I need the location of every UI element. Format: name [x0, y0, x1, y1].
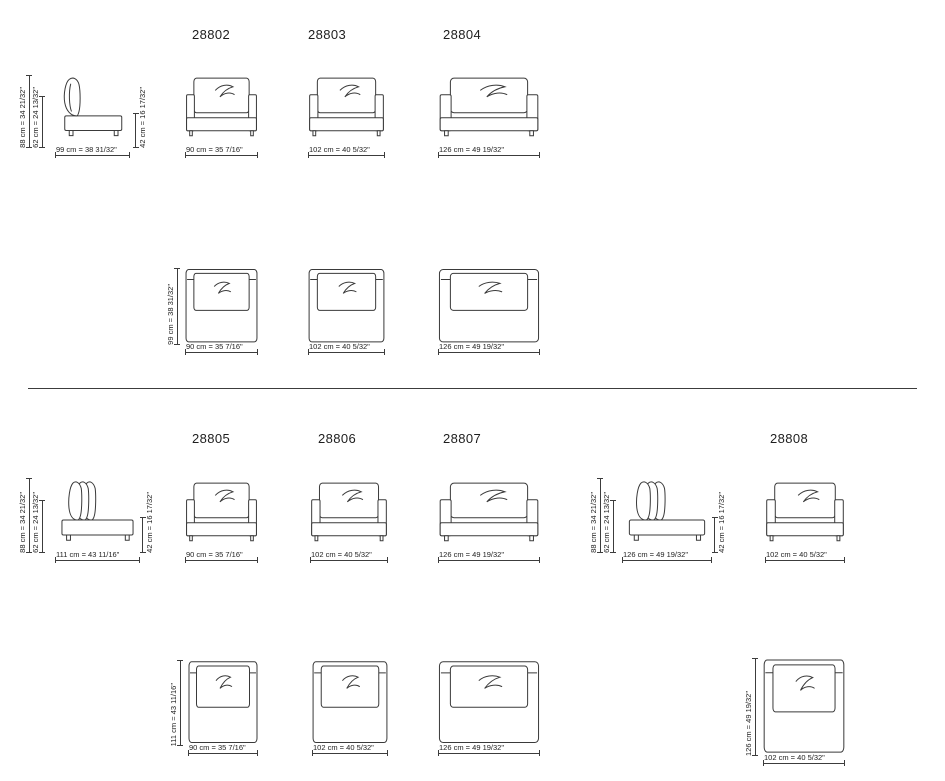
width-dim-plan-28802: 90 cm = 35 7/16" — [185, 341, 258, 355]
height-dim-label: 62 cm = 24 13/32" — [602, 492, 611, 553]
depth-dim-plan-28805: 111 cm = 43 11/16" — [168, 660, 183, 746]
front-view-drawing-28805 — [185, 481, 258, 553]
width-dim-label: 90 cm = 35 7/16" — [189, 743, 246, 752]
height-dim-back-bottom-left: 62 cm = 24 13/32" — [30, 492, 45, 553]
height-dim-back-top: 62 cm = 24 13/32" — [30, 87, 45, 148]
width-dim-label: 126 cm = 49 19/32" — [439, 743, 504, 752]
width-dim-28807: 126 cm = 49 19/32" — [438, 549, 540, 563]
width-dim-label: 90 cm = 35 7/16" — [186, 550, 243, 559]
width-dim-label: 111 cm = 43 11/16" — [56, 550, 120, 559]
height-dim-label: 88 cm = 34 21/32" — [18, 87, 27, 148]
model-number-28806: 28806 — [318, 431, 357, 446]
height-dim-total-bottom-right: 88 cm = 34 21/32" — [588, 478, 603, 553]
model-number-28802: 28802 — [192, 27, 231, 42]
depth-dim-label: 126 cm = 49 19/32" — [744, 691, 753, 756]
model-number-28807: 28807 — [443, 431, 482, 446]
front-view-drawing-28806 — [310, 481, 388, 553]
width-dim-side-top: 99 cm = 38 31/32" — [55, 144, 130, 158]
plan-view-drawing-28806 — [312, 660, 388, 746]
front-view-drawing-28804 — [438, 76, 540, 148]
width-dim-side-bottom-left: 111 cm = 43 11/16" — [55, 549, 140, 563]
side-view-drawing-top — [55, 75, 130, 148]
width-dim-plan-28804: 126 cm = 49 19/32" — [438, 341, 540, 355]
width-dim-28806: 102 cm = 40 5/32" — [310, 549, 388, 563]
height-dim-label: 42 cm = 16 17/32" — [717, 492, 726, 553]
width-dim-label: 102 cm = 40 5/32" — [309, 342, 370, 351]
height-dim-label: 62 cm = 24 13/32" — [31, 492, 40, 553]
width-dim-plan-28807: 126 cm = 49 19/32" — [438, 742, 540, 756]
front-view-drawing-28802 — [185, 76, 258, 148]
plan-view-drawing-28803 — [308, 268, 385, 345]
model-number-28803: 28803 — [308, 27, 347, 42]
width-dim-side-bottom-right: 126 cm = 49 19/32" — [622, 549, 712, 563]
width-dim-label: 126 cm = 49 19/32" — [623, 550, 688, 559]
height-dim-seat-top: 42 cm = 16 17/32" — [133, 87, 148, 148]
front-view-drawing-28808 — [765, 481, 845, 553]
width-dim-label: 102 cm = 40 5/32" — [311, 550, 372, 559]
width-dim-label: 126 cm = 49 19/32" — [439, 342, 504, 351]
width-dim-plan-28808: 102 cm = 40 5/32" — [763, 752, 845, 766]
width-dim-plan-28805: 90 cm = 35 7/16" — [188, 742, 258, 756]
plan-view-drawing-28807 — [438, 660, 540, 746]
height-dim-label: 88 cm = 34 21/32" — [589, 492, 598, 553]
height-dim-seat-bottom-left: 42 cm = 16 17/32" — [140, 492, 155, 553]
plan-view-drawing-28802 — [185, 268, 258, 345]
height-dim-back-bottom-right: 62 cm = 24 13/32" — [601, 492, 616, 553]
width-dim-28804: 126 cm = 49 19/32" — [438, 144, 540, 158]
model-number-28805: 28805 — [192, 431, 231, 446]
side-view-drawing-bottom-right — [622, 478, 712, 553]
width-dim-label: 102 cm = 40 5/32" — [766, 550, 827, 559]
front-view-drawing-28803 — [308, 76, 385, 148]
front-view-drawing-28807 — [438, 481, 540, 553]
height-dim-label: 62 cm = 24 13/32" — [31, 87, 40, 148]
width-dim-label: 90 cm = 35 7/16" — [186, 342, 243, 351]
height-dim-total-top: 88 cm = 34 21/32" — [17, 75, 32, 148]
plan-view-drawing-28804 — [438, 268, 540, 345]
depth-dim-label: 99 cm = 38 31/32" — [166, 284, 175, 345]
section-divider — [28, 388, 917, 389]
model-number-28804: 28804 — [443, 27, 482, 42]
depth-dim-plan-top: 99 cm = 38 31/32" — [165, 268, 180, 345]
width-dim-28803: 102 cm = 40 5/32" — [308, 144, 385, 158]
width-dim-label: 99 cm = 38 31/32" — [56, 145, 117, 154]
width-dim-plan-28803: 102 cm = 40 5/32" — [308, 341, 385, 355]
height-dim-total-bottom-left: 88 cm = 34 21/32" — [17, 478, 32, 553]
side-view-drawing-bottom-left — [55, 478, 140, 553]
height-dim-label: 42 cm = 16 17/32" — [145, 492, 154, 553]
width-dim-label: 102 cm = 40 5/32" — [309, 145, 370, 154]
height-dim-label: 42 cm = 16 17/32" — [138, 87, 147, 148]
width-dim-28802: 90 cm = 35 7/16" — [185, 144, 258, 158]
plan-view-drawing-28808 — [763, 658, 845, 756]
depth-dim-plan-28808: 126 cm = 49 19/32" — [743, 658, 758, 756]
width-dim-plan-28806: 102 cm = 40 5/32" — [312, 742, 388, 756]
model-number-28808: 28808 — [770, 431, 809, 446]
width-dim-label: 126 cm = 49 19/32" — [439, 145, 504, 154]
depth-dim-label: 111 cm = 43 11/16" — [169, 682, 178, 746]
width-dim-28808: 102 cm = 40 5/32" — [765, 549, 845, 563]
height-dim-label: 88 cm = 34 21/32" — [18, 492, 27, 553]
width-dim-label: 102 cm = 40 5/32" — [313, 743, 374, 752]
plan-view-drawing-28805 — [188, 660, 258, 746]
height-dim-seat-bottom-right: 42 cm = 16 17/32" — [712, 492, 727, 553]
width-dim-28805: 90 cm = 35 7/16" — [185, 549, 258, 563]
width-dim-label: 126 cm = 49 19/32" — [439, 550, 504, 559]
width-dim-label: 90 cm = 35 7/16" — [186, 145, 243, 154]
width-dim-label: 102 cm = 40 5/32" — [764, 753, 825, 762]
